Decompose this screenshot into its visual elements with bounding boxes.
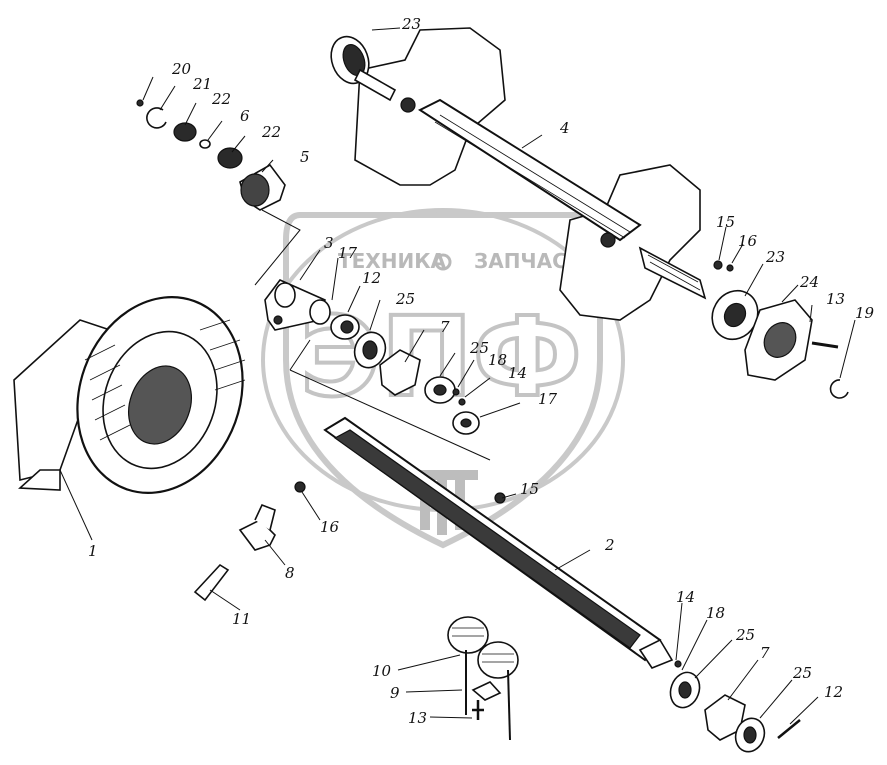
- callout-16: 16: [738, 232, 758, 250]
- callout-14: 14: [508, 364, 527, 382]
- callout-11: 11: [232, 610, 251, 628]
- callout-22: 22: [211, 90, 231, 108]
- callout-25: 25: [395, 290, 415, 308]
- parts-lower-left: [193, 481, 519, 741]
- callout-13: 13: [408, 709, 427, 727]
- callout-25: 25: [792, 664, 812, 682]
- part-3-pin-assembly: [264, 279, 491, 461]
- callout-15: 15: [520, 480, 539, 498]
- callout-18: 18: [488, 351, 507, 369]
- callout-6: 6: [240, 107, 250, 125]
- callout-3: 3: [324, 234, 334, 252]
- part-23-bearing-top: [330, 35, 397, 102]
- parts-lower-right: [669, 660, 801, 753]
- callout-25: 25: [735, 626, 755, 644]
- callout-9: 9: [390, 684, 400, 702]
- callout-2: 2: [604, 536, 615, 554]
- callout-5: 5: [300, 148, 310, 166]
- part-1-housing: [13, 296, 246, 494]
- leader-lines: [59, 27, 856, 725]
- callout-19: 19: [855, 304, 875, 322]
- watermark-gear-icon: [434, 253, 452, 271]
- callout-10: 10: [372, 662, 392, 680]
- callout-17: 17: [538, 390, 558, 408]
- callout-labels: 20 21 22 6 22 5 23 4 3 17 12 25 7 25 18 …: [88, 15, 875, 727]
- callout-7: 7: [440, 318, 450, 336]
- callout-4: 4: [559, 119, 570, 137]
- callout-24: 24: [799, 273, 819, 291]
- callout-13: 13: [826, 290, 845, 308]
- watermark-text-left: ТЕХНИКА: [338, 249, 447, 273]
- part-4-frame: [354, 27, 707, 321]
- part-2-shaft: [323, 416, 674, 669]
- callout-16: 16: [320, 518, 340, 536]
- callout-23: 23: [765, 248, 785, 266]
- callout-15: 15: [716, 213, 735, 231]
- callout-25: 25: [469, 339, 489, 357]
- callout-12: 12: [824, 683, 843, 701]
- callout-17: 17: [338, 244, 358, 262]
- callout-12: 12: [362, 269, 381, 287]
- callout-8: 8: [285, 564, 295, 582]
- callout-7: 7: [760, 644, 770, 662]
- parts-small-left: [136, 99, 301, 286]
- callout-22: 22: [261, 123, 281, 141]
- parts-right-bearing: [711, 260, 849, 399]
- callout-18: 18: [706, 604, 725, 622]
- callout-14: 14: [676, 588, 695, 606]
- callout-21: 21: [192, 75, 212, 93]
- callout-1: 1: [88, 542, 98, 560]
- callout-20: 20: [171, 60, 192, 78]
- callout-23: 23: [401, 15, 421, 33]
